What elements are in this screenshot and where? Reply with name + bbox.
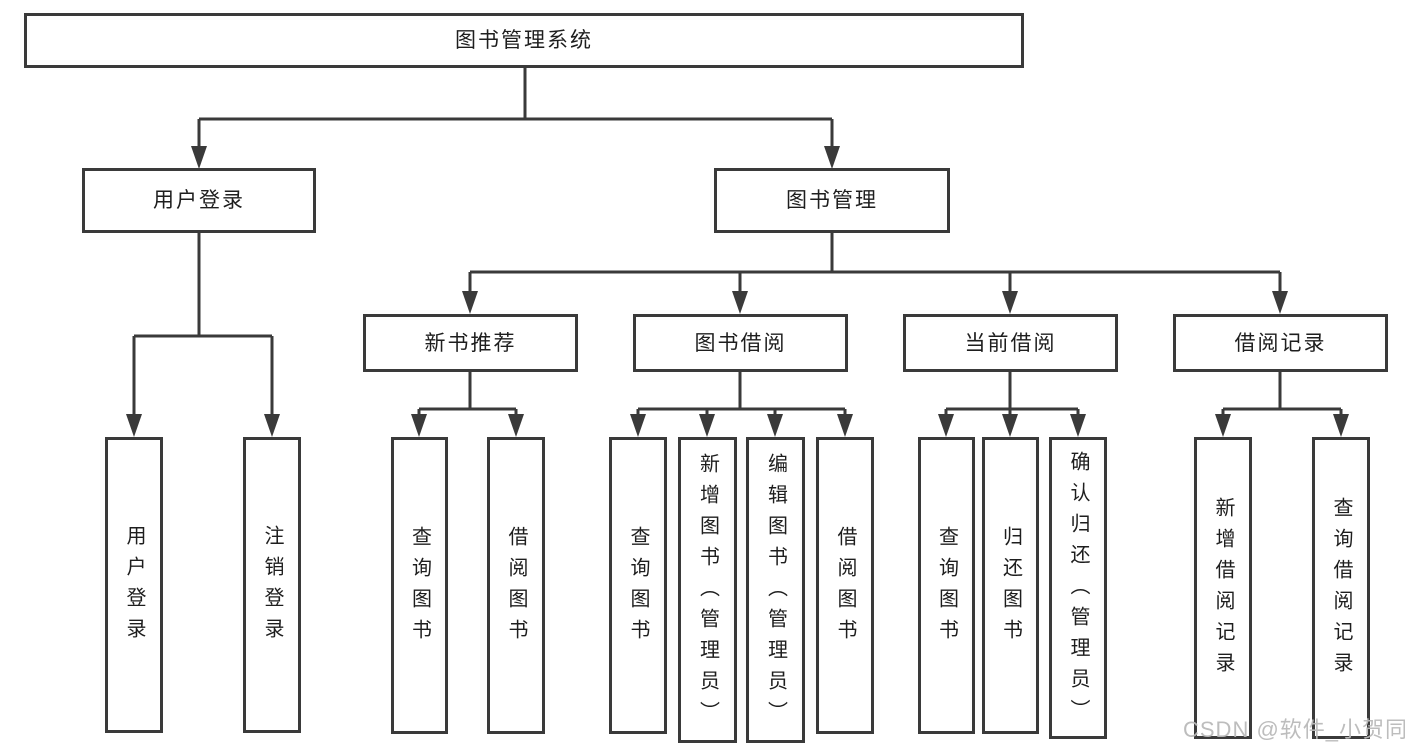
node-book-management: 图书管理 [714,168,950,233]
csdn-watermark: CSDN @软件_小贺同学 [1183,717,1405,742]
leaf-newbook-query-book: 查询图书 [391,437,448,734]
node-book-borrowing: 图书借阅 [633,314,848,372]
node-current-borrowing: 当前借阅 [903,314,1118,372]
leaf-borrow-borrow-book: 借阅图书 [816,437,874,734]
node-library-system: 图书管理系统 [24,13,1024,68]
leaf-logout: 注销登录 [243,437,301,733]
leaf-records-query-record: 查询借阅记录 [1312,437,1370,739]
leaf-current-confirm-return-admin: 确认归还（管理员） [1049,437,1107,739]
leaf-borrow-query-book: 查询图书 [609,437,667,734]
leaf-user-login: 用户登录 [105,437,163,733]
leaf-borrow-edit-book-admin: 编辑图书（管理员） [746,437,805,743]
leaf-current-query-book: 查询图书 [918,437,975,734]
node-user-login: 用户登录 [82,168,316,233]
leaf-current-return-book: 归还图书 [982,437,1039,734]
leaf-newbook-borrow-book: 借阅图书 [487,437,545,734]
leaf-records-add-record: 新增借阅记录 [1194,437,1252,739]
node-new-book-recommendation: 新书推荐 [363,314,578,372]
node-borrowing-records: 借阅记录 [1173,314,1388,372]
leaf-borrow-add-book-admin: 新增图书（管理员） [678,437,737,743]
